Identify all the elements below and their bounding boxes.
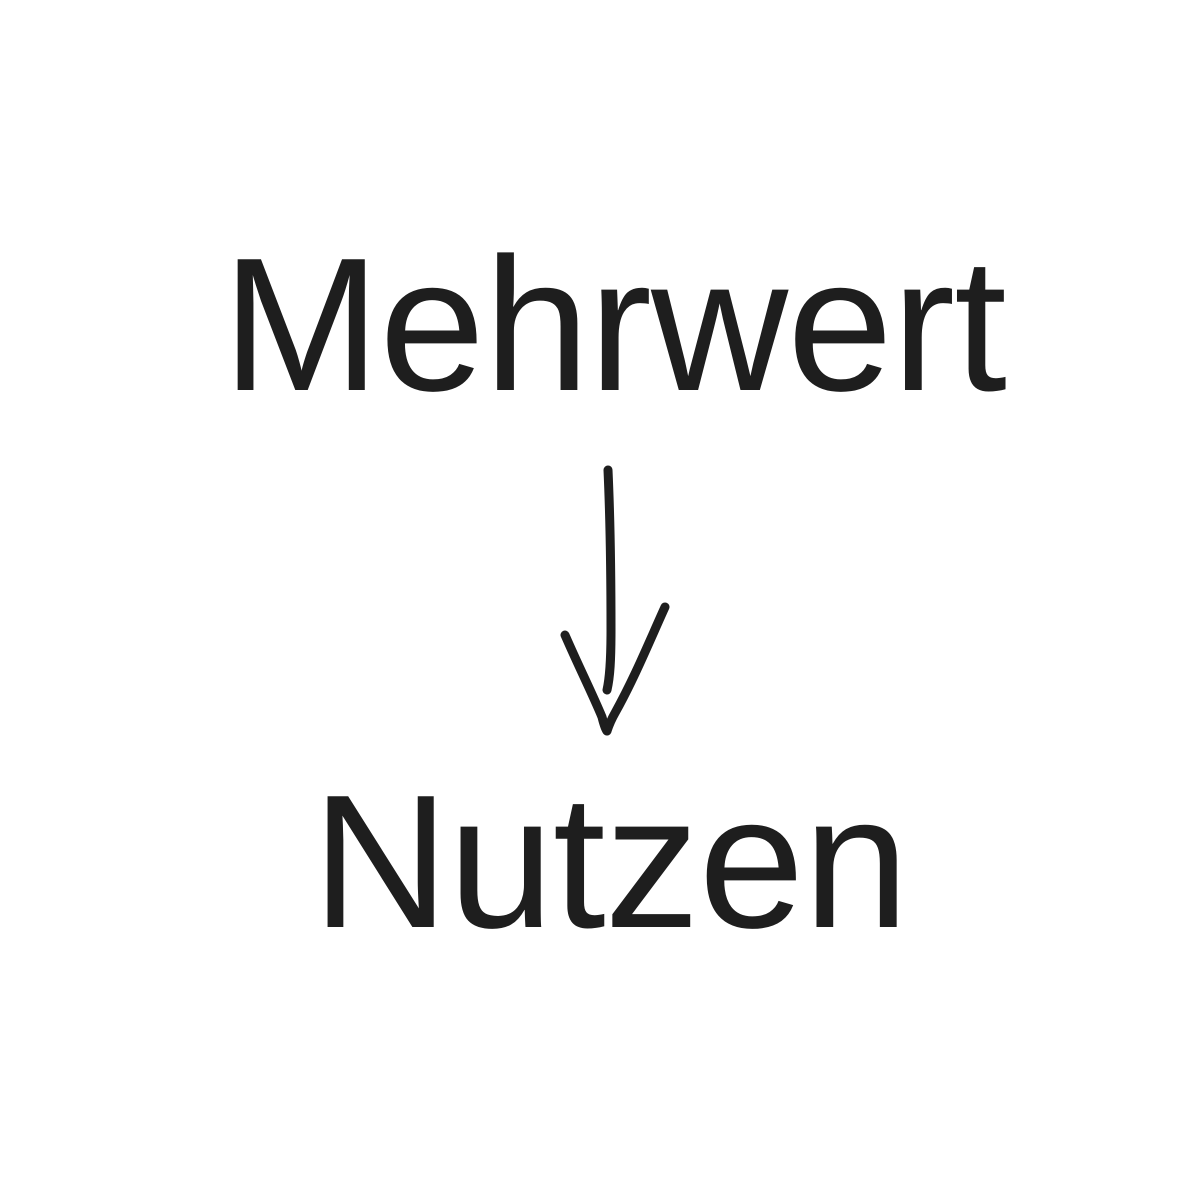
arrow-head-right	[602, 602, 670, 736]
arrow-head-left	[560, 630, 612, 736]
top-term-label: Mehrwert	[222, 219, 1007, 431]
bottom-term-label: Nutzen	[311, 756, 909, 968]
down-arrow-icon	[560, 465, 670, 736]
arrow-shaft	[602, 465, 616, 695]
